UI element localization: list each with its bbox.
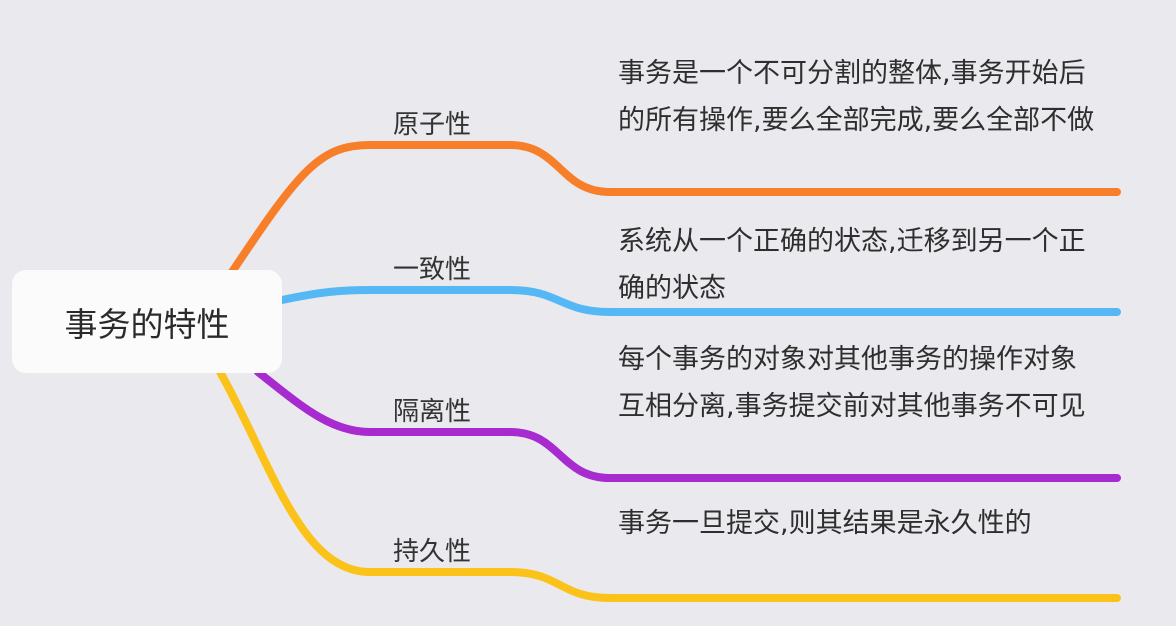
connector-atomicity — [228, 141, 1121, 276]
branch-label-durability[interactable]: 持久性 — [393, 537, 472, 567]
branch-label-isolation[interactable]: 隔离性 — [393, 397, 472, 427]
description-atomicity[interactable]: 事务是一个不可分割的整体,事务开始后的所有操作,要么全部完成,要么全部不做 — [618, 58, 1095, 136]
description-isolation[interactable]: 每个事务的对象对其他事务的操作对象互相分离,事务提交前对其他事务不可见 — [618, 344, 1086, 422]
description-durability[interactable]: 事务一旦提交,则其结果是永久性的 — [618, 508, 1032, 539]
root-title: 事务的特性 — [64, 304, 230, 344]
branch-label-atomicity[interactable]: 原子性 — [393, 110, 472, 140]
branch-label-consistency[interactable]: 一致性 — [393, 255, 472, 285]
connector-consistency — [278, 286, 1121, 316]
description-consistency[interactable]: 系统从一个正确的状态,迁移到另一个正确的状态 — [618, 226, 1086, 304]
connector-isolation — [254, 368, 1121, 482]
connector-durability — [216, 368, 1121, 602]
root-node[interactable]: 事务的特性 — [12, 270, 282, 373]
